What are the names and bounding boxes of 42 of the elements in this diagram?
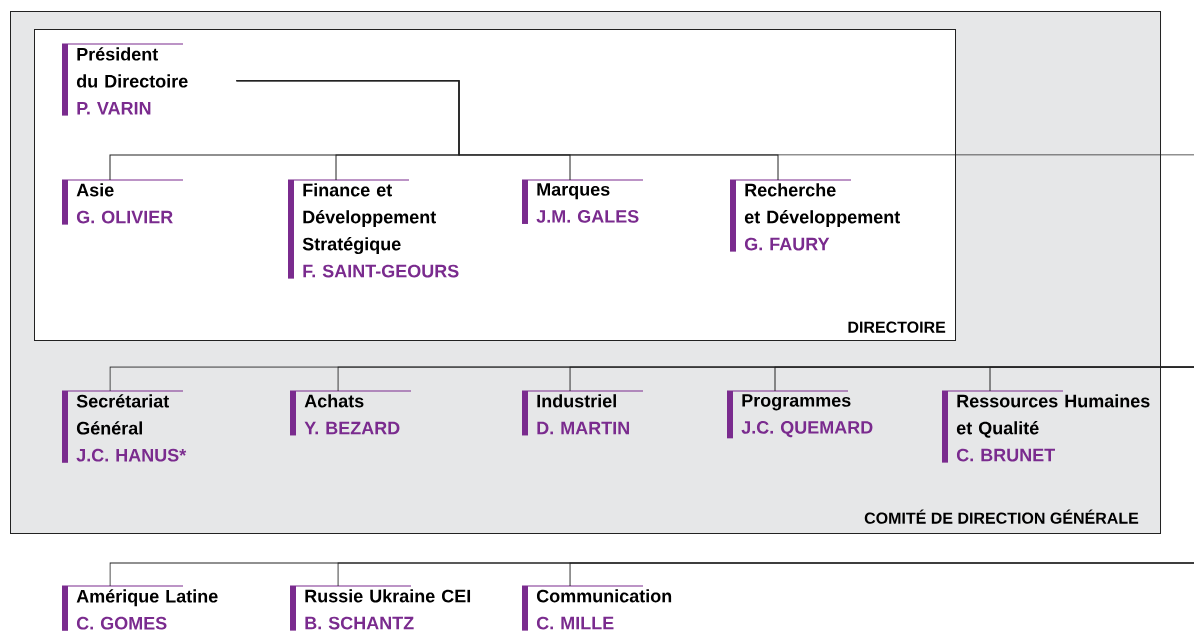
connector-line bbox=[569, 562, 1194, 587]
position-box: Président du Directoire P. VARIN bbox=[61, 43, 188, 116]
node-label: Programmes bbox=[742, 394, 851, 411]
node-label: Y. BEZARD bbox=[304, 421, 400, 435]
node-label: C. BRUNET bbox=[956, 448, 1055, 462]
node-label: Président du Directoire bbox=[76, 47, 188, 88]
node-label: Russie Ukraine CEI bbox=[305, 589, 471, 603]
node-label: F. SAINT-GEOURS bbox=[303, 264, 459, 278]
position-box: Programmes J.C. QUEMARD bbox=[726, 390, 873, 439]
node-label: Achats bbox=[304, 394, 364, 408]
node-label: Marques bbox=[537, 183, 610, 200]
node-label: J.M. GALES bbox=[536, 210, 639, 223]
position-box: Marques J.M. GALES bbox=[521, 179, 644, 224]
node-label: J.C. HANUS* bbox=[76, 448, 187, 462]
position-box: Finance et Développement Stratégique F. SAINT-GEOURS bbox=[287, 179, 459, 279]
node-label: C. GOMES bbox=[76, 616, 167, 630]
node-label: Asie bbox=[76, 183, 114, 197]
position-box: Asie G. OLIVIER bbox=[61, 179, 184, 225]
node-label: G. FAURY bbox=[744, 237, 830, 251]
node-label: B. SCHANTZ bbox=[305, 616, 414, 630]
position-box: Secrétariat Général J.C. HANUS* bbox=[61, 390, 187, 463]
connector-line bbox=[989, 366, 1194, 392]
position-box: Ressources Humaines et Qualité C. BRUNET bbox=[941, 390, 1150, 463]
position-box: Communication C. MILLE bbox=[521, 585, 672, 631]
node-label: Secrétariat Général bbox=[76, 394, 170, 435]
node-label: C. MILLE bbox=[536, 616, 614, 630]
position-box: Industriel D. MARTIN bbox=[521, 390, 644, 436]
node-label: Ressources Humaines et Qualité bbox=[956, 394, 1150, 438]
position-box: Russie Ukraine CEI B. SCHANTZ bbox=[289, 585, 471, 631]
position-box: Achats Y. BEZARD bbox=[289, 390, 412, 436]
node-label: Communication bbox=[536, 589, 672, 603]
position-box: Recherche et Développement G. FAURY bbox=[729, 179, 900, 252]
connector-line bbox=[235, 80, 779, 181]
node-label: J.C. QUEMARD bbox=[741, 421, 873, 438]
node-label: D. MARTIN bbox=[537, 421, 629, 435]
position-box: Amérique Latine C. GOMES bbox=[61, 585, 218, 631]
node-label: P. VARIN bbox=[77, 102, 151, 115]
node-label: Amérique Latine bbox=[76, 589, 218, 607]
node-label: G. OLIVIER bbox=[76, 210, 173, 224]
node-label: Industriel bbox=[537, 394, 616, 408]
node-label: Finance et Développement Stratégique bbox=[302, 183, 437, 255]
node-label: Recherche et Développement bbox=[744, 183, 901, 227]
